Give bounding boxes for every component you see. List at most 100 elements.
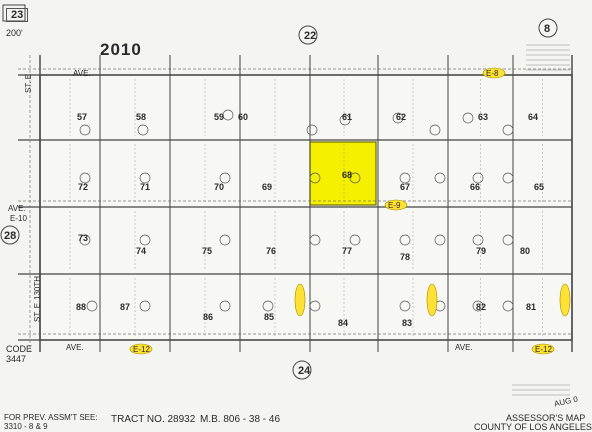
parcel-88[interactable]: 88	[76, 302, 87, 312]
lot-marker-circle	[429, 124, 441, 136]
parcel-58[interactable]: 58	[136, 112, 147, 122]
callout-oval-vertical-right	[426, 283, 438, 317]
adjacent-page-top-right[interactable]: 8	[544, 23, 551, 35]
adjacent-page-left[interactable]: 28	[4, 230, 17, 242]
parcel-75[interactable]: 75	[202, 246, 213, 256]
parcel-64[interactable]: 64	[528, 112, 539, 122]
lot-marker-circle	[434, 172, 446, 184]
lot-marker-circle	[139, 300, 151, 312]
parcel-85[interactable]: 85	[264, 312, 275, 322]
prev-assessment-label: FOR PREV. ASSM'T SEE:	[4, 413, 98, 422]
lot-marker-circle	[392, 112, 404, 124]
lot-marker-circle	[139, 172, 151, 184]
parcel-60[interactable]: 60	[238, 112, 249, 122]
callout-oval-vertical-far	[559, 283, 571, 317]
parcel-81[interactable]: 81	[526, 302, 537, 312]
parcel-63[interactable]: 63	[478, 112, 489, 122]
parcel-84[interactable]: 84	[338, 318, 349, 328]
tract-number: TRACT NO. 28932	[111, 414, 196, 425]
callout-oval-e8	[482, 67, 506, 79]
adjacent-page-top[interactable]: 22	[304, 30, 317, 42]
adjacent-page-top-right-circle	[538, 18, 558, 38]
lot-marker-circle	[219, 234, 231, 246]
lot-marker-circle	[79, 234, 91, 246]
county-name: COUNTY OF LOS ANGELES	[474, 422, 592, 432]
code-value: 3447	[6, 354, 27, 364]
parcel-69[interactable]: 69	[262, 182, 273, 192]
parcel-67[interactable]: 67	[400, 182, 411, 192]
lot-marker-circle	[349, 234, 361, 246]
parcel-82[interactable]: 82	[476, 302, 487, 312]
callout-e9: E-9	[388, 201, 401, 210]
callout-oval-e9	[384, 199, 408, 211]
code-label: CODE	[6, 344, 33, 354]
callout-e12-right: E-12	[535, 345, 552, 354]
sheet-number: 23	[6, 8, 29, 22]
parcel-57[interactable]: 57	[77, 112, 88, 122]
sheet-scale: 200'	[6, 28, 23, 38]
parcel-78[interactable]: 78	[400, 252, 411, 262]
parcel-87[interactable]: 87	[120, 302, 131, 312]
lot-marker-circle	[309, 300, 321, 312]
parcel-62[interactable]: 62	[396, 112, 407, 122]
parcel-66[interactable]: 66	[470, 182, 481, 192]
prev-assessment-value: 3310 - 8 & 9	[4, 422, 48, 431]
parcel-80[interactable]: 80	[520, 246, 531, 256]
lot-marker-circle	[399, 300, 411, 312]
lot-marker-circle	[472, 234, 484, 246]
street-avenue-top: AVE.	[73, 69, 91, 78]
parcel-83[interactable]: 83	[402, 318, 413, 328]
lot-marker-circle	[262, 300, 274, 312]
lot-marker-circle	[139, 234, 151, 246]
parcel-86[interactable]: 86	[203, 312, 214, 322]
street-avenue-middle: AVE.	[8, 204, 26, 213]
parcel-70[interactable]: 70	[214, 182, 225, 192]
lot-marker-circle	[472, 172, 484, 184]
lot-marker-circle	[309, 234, 321, 246]
lot-marker-circle	[219, 172, 231, 184]
parcel-74[interactable]: 74	[136, 246, 147, 256]
lot-marker-circle	[79, 124, 91, 136]
street-e: ST. E	[24, 73, 33, 93]
map-book-ref: M.B. 806 - 38 - 46	[200, 414, 281, 425]
adjacent-page-bottom-circle	[292, 360, 312, 380]
lot-marker-circle	[399, 234, 411, 246]
callout-oval-vertical-mid	[294, 283, 306, 317]
map-title: ASSESSOR'S MAP	[506, 413, 586, 423]
map-year: 2010	[100, 40, 142, 59]
lot-marker-circle	[502, 234, 514, 246]
parcel-79[interactable]: 79	[476, 246, 487, 256]
lot-marker-circle	[349, 172, 361, 184]
callout-oval-e12-right	[531, 343, 555, 355]
highlighted-parcel	[309, 141, 377, 206]
lot-marker-circle	[86, 300, 98, 312]
parcel-71[interactable]: 71	[140, 182, 151, 192]
callout-oval-e12-left	[129, 343, 153, 355]
lot-marker-circle	[309, 172, 321, 184]
lot-marker-circle	[472, 300, 484, 312]
parcel-77[interactable]: 77	[342, 246, 353, 256]
parcel-65[interactable]: 65	[534, 182, 545, 192]
lot-marker-circle	[79, 172, 91, 184]
callout-e8: E-8	[486, 69, 499, 78]
lot-marker-circle	[502, 172, 514, 184]
adjacent-page-top-circle	[298, 25, 318, 45]
lot-marker-circle	[339, 114, 351, 126]
street-130th: 130TH	[33, 275, 42, 300]
street-avenue-middle-code: E-10	[10, 214, 27, 223]
street-avenue-bottom-left: AVE.	[66, 343, 84, 352]
lot-marker-circle	[502, 124, 514, 136]
lot-marker-circle	[219, 300, 231, 312]
adjacent-page-bottom[interactable]: 24	[298, 365, 311, 377]
map-drawing	[0, 4, 573, 396]
parcel-61[interactable]: 61	[342, 112, 353, 122]
parcel-73[interactable]: 73	[78, 233, 89, 243]
parcel-72[interactable]: 72	[78, 182, 89, 192]
adjacent-page-left-circle	[0, 225, 20, 245]
parcel-76[interactable]: 76	[266, 246, 277, 256]
lot-marker-circle	[462, 112, 474, 124]
parcel-68[interactable]: 68	[342, 170, 353, 180]
parcel-59[interactable]: 59	[214, 112, 225, 122]
lot-marker-circle	[399, 172, 411, 184]
lot-marker-circle	[222, 109, 234, 121]
